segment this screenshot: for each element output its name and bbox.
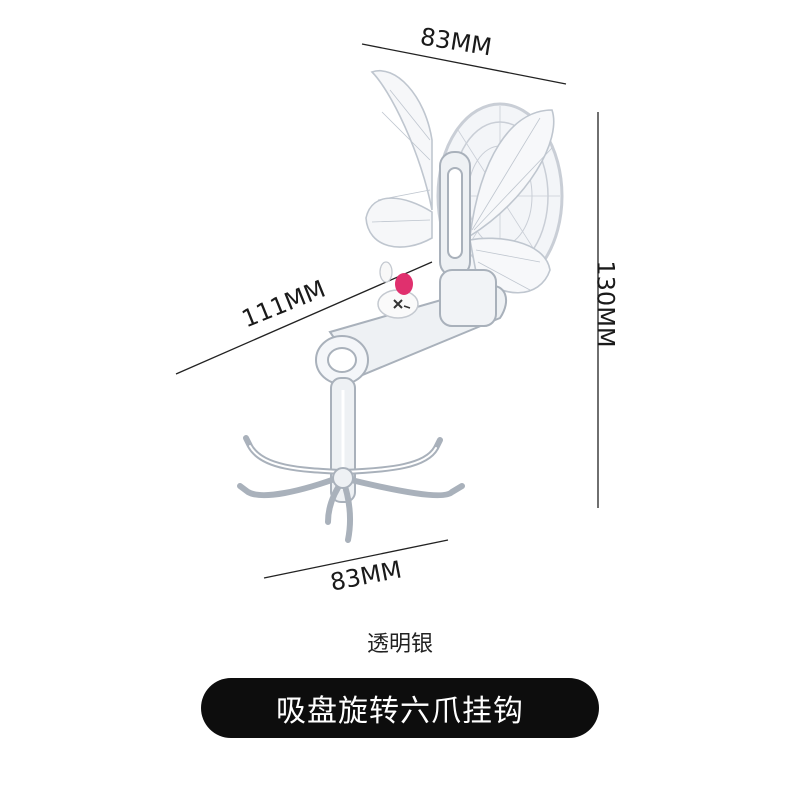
butterfly-right-wing (468, 109, 555, 294)
butterfly-left-wing (365, 69, 433, 248)
mount-bracket (439, 151, 471, 277)
hook-hub (332, 467, 354, 489)
dimension-line-bottom (263, 539, 449, 579)
hook-tips (249, 445, 437, 473)
dimension-line-top (361, 43, 567, 85)
product-title: 吸盘旋转六爪挂钩 (276, 694, 524, 729)
dimension-label-height: 130MM (591, 260, 620, 348)
color-variant-label: 透明银 (366, 632, 433, 657)
bunny-ornament (377, 261, 419, 319)
product-title-pill: 吸盘旋转六爪挂钩 (201, 678, 599, 738)
